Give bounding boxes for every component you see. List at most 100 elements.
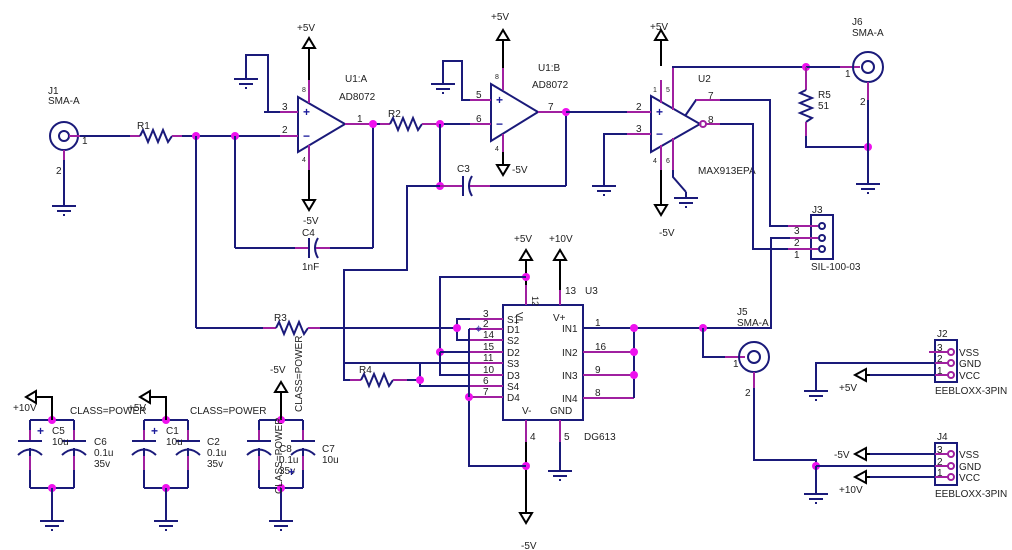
connector-j4[interactable]: J4 3 2 1 VSS GND VCC EEBLOXX-3PIN [929,432,1007,500]
u3-pin-number: 11 [483,353,494,364]
connector-j3[interactable]: J3 3 2 1 SIL-100-03 [788,205,861,273]
u1a-value: AD8072 [339,92,376,103]
capacitor-c4[interactable]: C4 1nF [295,228,332,273]
u3-pin-name: IN2 [562,348,578,359]
power-label: +5V [297,23,315,34]
c8-ref: C8 [279,444,292,455]
power-arrow-icon [495,28,511,41]
c4-ref: C4 [302,228,315,239]
resistor-r3[interactable]: R3 [263,313,320,337]
power-arrow-icon [518,248,534,261]
power-label: +10V [549,234,573,245]
capacitor-c3[interactable]: C3 [440,164,490,197]
j3-value: SIL-100-03 [811,262,861,273]
u2-pin-6: 6 [666,158,670,165]
power-label: +5V [650,22,668,33]
j4-vss: VSS [959,450,979,461]
capacitor-c2[interactable] [175,420,201,488]
power-arrow-icon [653,28,669,41]
inverting-bubble-icon [699,120,707,128]
power-label: +5V [839,383,857,394]
u3-pin-name: IN3 [562,371,578,382]
power-arrow-icon [852,469,867,485]
r3-ref: R3 [274,313,287,324]
c8-rating: 35v [279,466,295,477]
u1a-pin-vn: 4 [302,157,306,164]
capacitor-c8[interactable] [246,420,272,488]
cursor-crosshair-icon: ⌖ [475,321,483,336]
j4-ref: J4 [937,432,948,443]
u3-pin-12: 12 [530,296,540,306]
connector-j6[interactable]: J6 SMA-A 1 2 [845,17,884,178]
c7-ref: C7 [322,444,335,455]
c6-ref: C6 [94,437,107,448]
capacitor-c6[interactable] [61,420,87,488]
j1-value: SMA-A [48,96,80,107]
u3-ref: U3 [585,286,598,297]
resistor-r5[interactable]: R5 51 [797,67,831,136]
j6-ref: J6 [852,17,863,28]
u1b-pin-vp: 8 [495,74,499,81]
plus-icon: + [303,105,310,119]
u2-pin-q: 7 [708,91,714,102]
u1b-pin-minus: 6 [476,114,482,125]
opamp-u1b[interactable]: + − 5 6 7 8 4 U1:B AD8072 [470,63,569,153]
u1b-ref: U1:B [538,63,561,74]
j2-value: EEBLOXX-3PIN [935,386,1007,397]
ground-icon [153,514,179,531]
u3-pin-number: 10 [483,365,495,376]
comparator-u2[interactable]: + − 2 3 7 8 1 5 4 6 U2 MAX913EPA [627,66,756,177]
j3-ref: J3 [812,205,823,216]
u3-vl-label: VL [513,312,524,325]
connector-j2[interactable]: J2 3 2 1 VSS GND VCC EEBLOXX-3PIN [929,329,1007,397]
capacitor-c5[interactable] [17,420,43,488]
power-label: -5V [521,541,537,550]
opamp-u1a[interactable]: + − 3 2 1 8 4 U1:A AD8072 [264,74,376,170]
u3-pin-name: D2 [507,348,520,359]
u2-pin-1: 1 [653,87,657,94]
minus-icon: − [656,127,663,141]
switch-ic-u3[interactable]: 12 13 VL V+ U3 3S12D114S215D211S310D36S4… [470,285,634,443]
resistor-r4[interactable]: R4 [350,365,407,389]
u3-pin-4: 4 [530,432,536,443]
junction [630,324,638,332]
j1-pin1-label: 1 [82,136,88,147]
u3-pin-13: 13 [565,286,577,297]
connector-j5[interactable]: J5 SMA-A 1 2 [702,307,770,399]
u1a-pin-out: 1 [357,114,363,125]
u3-pin-name: IN1 [562,324,578,335]
ground-icon [233,72,259,89]
capacitor-c1[interactable] [131,420,157,488]
u3-pin-number: 14 [483,330,495,341]
resistor-r1[interactable]: R1 [130,121,182,145]
u3-pin-number: 1 [595,318,601,329]
ground-icon [803,384,829,401]
plus-icon: + [496,93,503,107]
resistor-r2[interactable]: R2 [380,109,440,133]
j6-value: SMA-A [852,28,884,39]
u3-pin-number: 6 [483,376,489,387]
u1b-pin-vn: 4 [495,146,499,153]
u3-pin-name: S3 [507,359,520,370]
c5-value: 10u [52,437,69,448]
u3-pin-number: 9 [595,365,601,376]
j5-value: SMA-A [737,318,769,329]
j2-ref: J2 [937,329,948,340]
u1b-pin-plus: 5 [476,90,482,101]
j2-pin2: 2 [937,354,943,365]
u2-ref: U2 [698,74,711,85]
j3-pin3-label: 3 [794,226,800,237]
connector-j1[interactable]: J1 SMA-A 1 2 [48,86,88,216]
u1a-pin-vp: 8 [302,87,306,94]
j4-vcc: VCC [959,473,980,484]
power-arrow-icon [518,512,534,525]
u1a-ref: U1:A [345,74,368,85]
capacitor-c7[interactable] [290,420,316,488]
c7-value: 10u [322,455,339,466]
u3-vminus-label: V- [522,406,531,417]
minus-icon: − [496,117,503,131]
c8-value: 0.1u [279,455,298,466]
junction [630,348,638,356]
